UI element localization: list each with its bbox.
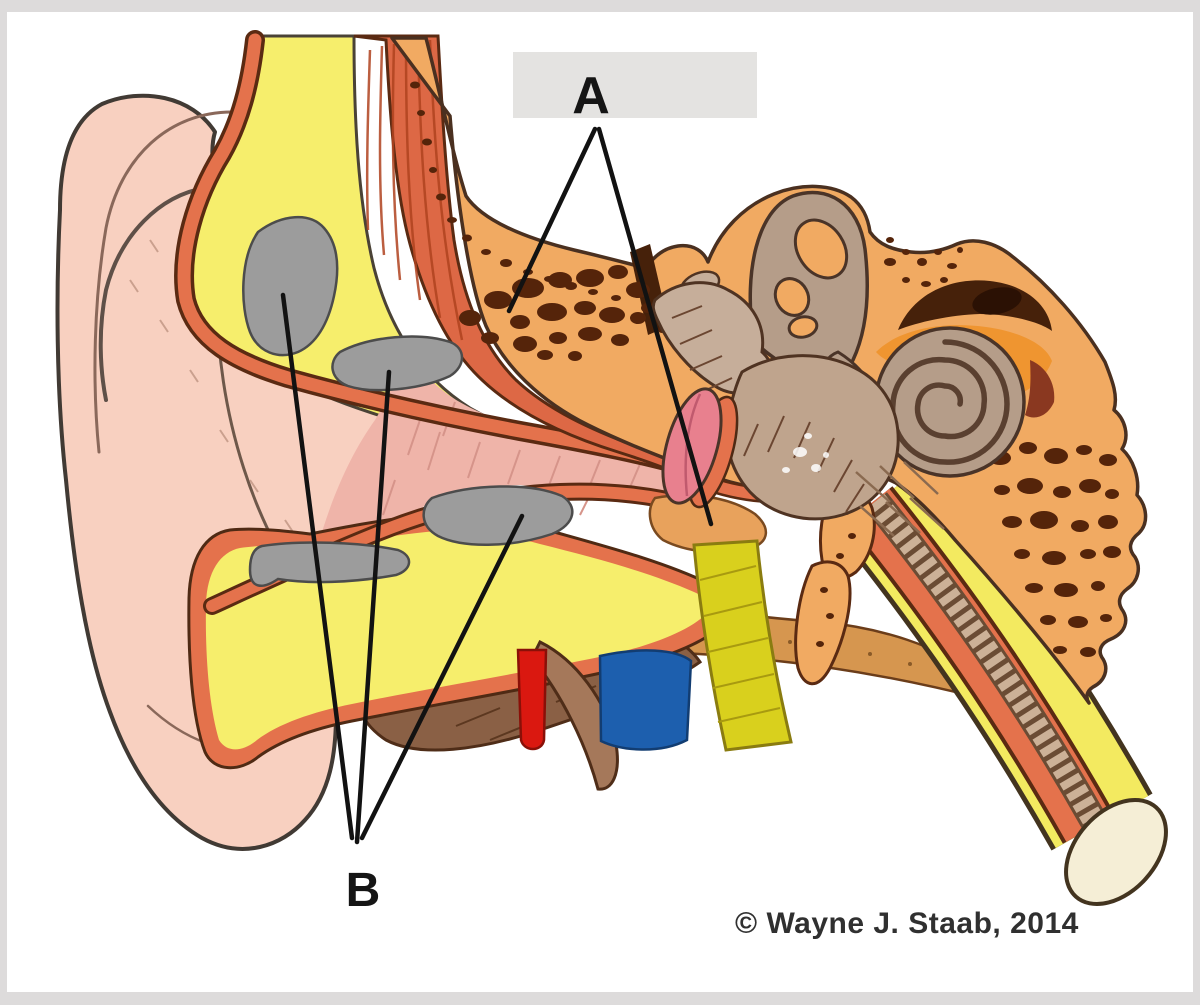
- cochlea-spiral: [889, 339, 1010, 465]
- petrous-hatch: [855, 461, 945, 537]
- leader-b-3: [359, 513, 525, 841]
- label-b-letter: B: [346, 864, 381, 917]
- leader-b-1: [280, 292, 355, 841]
- label-a-group: A: [513, 52, 757, 125]
- eustachian-tube: [836, 461, 1168, 907]
- middle-ear-ossicles: [651, 270, 900, 521]
- label-a-answer-box[interactable]: [513, 52, 757, 118]
- canal-hatch: [382, 401, 641, 533]
- carotid-artery: [516, 648, 548, 751]
- cartilage-gray-blobs: [242, 215, 574, 587]
- leader-lines: [280, 126, 714, 845]
- cartilage-blob-mid: [331, 335, 464, 392]
- jugular-vein: [598, 649, 693, 751]
- tube-opening-tip: [1064, 797, 1168, 907]
- cartilage-blob-lower: [422, 485, 574, 546]
- leader-a-right: [596, 126, 714, 527]
- cartilage-blob-left: [248, 541, 411, 587]
- bone-marrow-speckles: [410, 81, 1121, 657]
- label-a-letter: A: [572, 67, 610, 125]
- band-hatch: [699, 565, 781, 723]
- copyright-credit: © Wayne J. Staab, 2014: [735, 907, 1079, 940]
- facial-nerve-band: [692, 539, 793, 752]
- leader-a-left: [506, 126, 598, 314]
- eardrum: [661, 387, 739, 509]
- ossicle-highlights: [782, 433, 829, 473]
- leader-b-2: [354, 369, 392, 845]
- lower-band-yellow: [205, 530, 709, 750]
- cartilage-blob-upper: [242, 215, 339, 357]
- styloid-process: [530, 639, 619, 791]
